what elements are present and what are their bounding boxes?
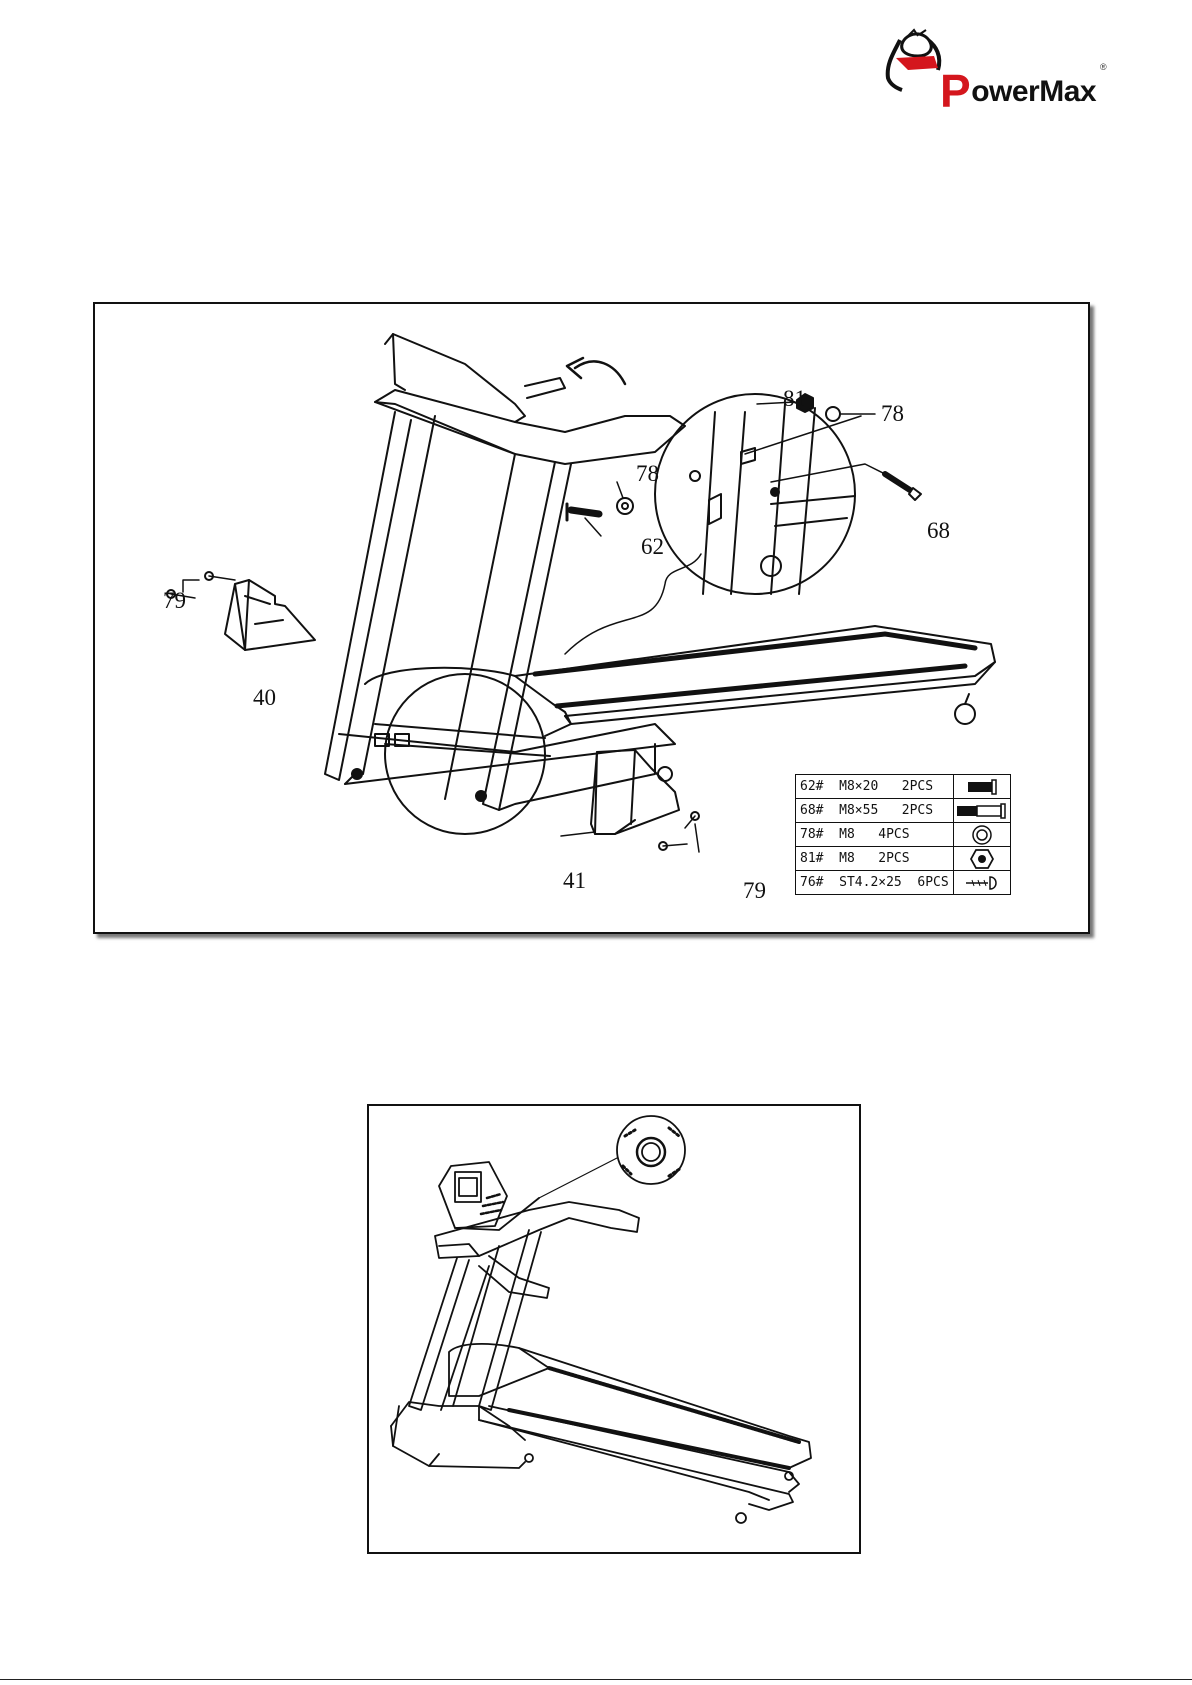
part-spec: 76# ST4.2×25 6PCS [796,871,954,895]
assembled-treadmill-drawing [369,1106,859,1552]
screw-icon [962,875,1002,891]
callout-40: 40 [253,685,276,710]
nut-icon [970,848,994,870]
callout-78-right: 78 [881,401,904,426]
callout-79-right: 79 [743,878,766,903]
table-row: 76# ST4.2×25 6PCS [796,871,1011,895]
callout-68: 68 [927,518,950,543]
part-spec: 62# M8×20 2PCS [796,775,954,799]
table-row: 62# M8×20 2PCS [796,775,1011,799]
brand-name: PowerMax [940,58,1096,112]
part-spec: 81# M8 2PCS [796,847,954,871]
registered-mark: ® [1100,62,1107,72]
assembled-treadmill-frame [367,1104,861,1554]
table-row: 78# M8 4PCS [796,823,1011,847]
callout-79-left: 79 [163,588,186,613]
bolt-long-icon [956,803,1008,819]
table-row: 81# M8 2PCS [796,847,1011,871]
powermax-logo: PowerMax ® [878,22,1108,122]
bolt-short-icon [962,779,1002,795]
callout-41: 41 [563,868,586,893]
parts-table: 62# M8×20 2PCS 68# M8×55 2PCS 78# M8 4PC… [795,774,1011,895]
part-spec: 78# M8 4PCS [796,823,954,847]
callout-78-left: 78 [636,461,659,486]
assembly-diagram-frame: 81 78 78 62 68 79 40 41 79 62# M8×20 2PC… [93,302,1090,934]
part-spec: 68# M8×55 2PCS [796,799,954,823]
page-bottom-rule [0,1679,1192,1680]
washer-icon [970,824,994,846]
table-row: 68# M8×55 2PCS [796,799,1011,823]
callout-81: 81 [783,386,806,411]
callout-62: 62 [641,534,664,559]
